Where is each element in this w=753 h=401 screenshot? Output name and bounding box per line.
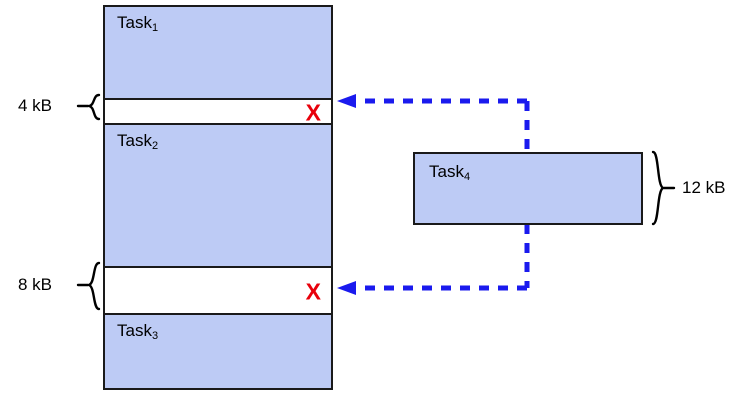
memory-block-task2[interactable]: Task2: [105, 123, 331, 268]
main-memory-column: Task1 X Task2 X Task3: [103, 5, 333, 390]
free-hole-4kb[interactable]: X: [105, 100, 331, 125]
memory-block-task1[interactable]: Task1: [105, 7, 331, 100]
size-label-8kb: 8 kB: [18, 275, 53, 294]
memory-block-task3-label: Task3: [117, 321, 159, 342]
incoming-task4-box[interactable]: Task4: [413, 152, 643, 225]
arrow-to-8kb-hole: [337, 281, 527, 295]
memory-block-task2-label: Task2: [117, 131, 159, 152]
reject-x-icon-4kb: X: [305, 99, 321, 125]
size-label-12kb: 12 kB: [682, 178, 726, 197]
reject-x-icon-8kb: X: [305, 278, 321, 304]
incoming-task4-label: Task4: [429, 162, 471, 183]
free-hole-8kb[interactable]: X: [105, 268, 331, 315]
arrow-to-4kb-hole: [337, 94, 527, 108]
brace-8kb: [76, 261, 101, 311]
brace-12kb: [651, 150, 676, 226]
memory-block-task3[interactable]: Task3: [105, 313, 331, 388]
size-label-4kb: 4 kB: [18, 96, 53, 115]
brace-4kb: [76, 93, 101, 121]
memory-block-task1-label: Task1: [117, 13, 159, 34]
